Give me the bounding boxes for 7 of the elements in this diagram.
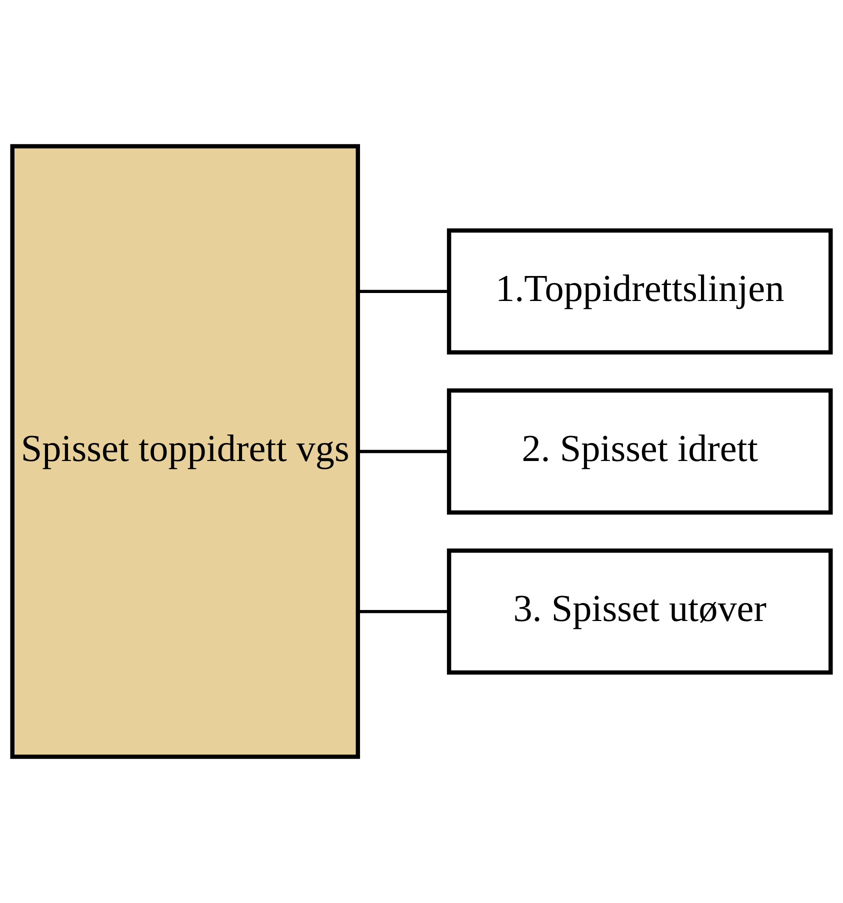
connector: [358, 290, 450, 294]
node-box: 3. Spisset utøver: [446, 548, 833, 675]
node-box: 1.Toppidrettslinjen: [446, 228, 833, 355]
connector: [358, 610, 450, 614]
node-box: 2. Spisset idrett: [446, 388, 833, 515]
node-box: Spisset toppidrett vgs: [10, 144, 360, 759]
connector: [358, 450, 450, 454]
